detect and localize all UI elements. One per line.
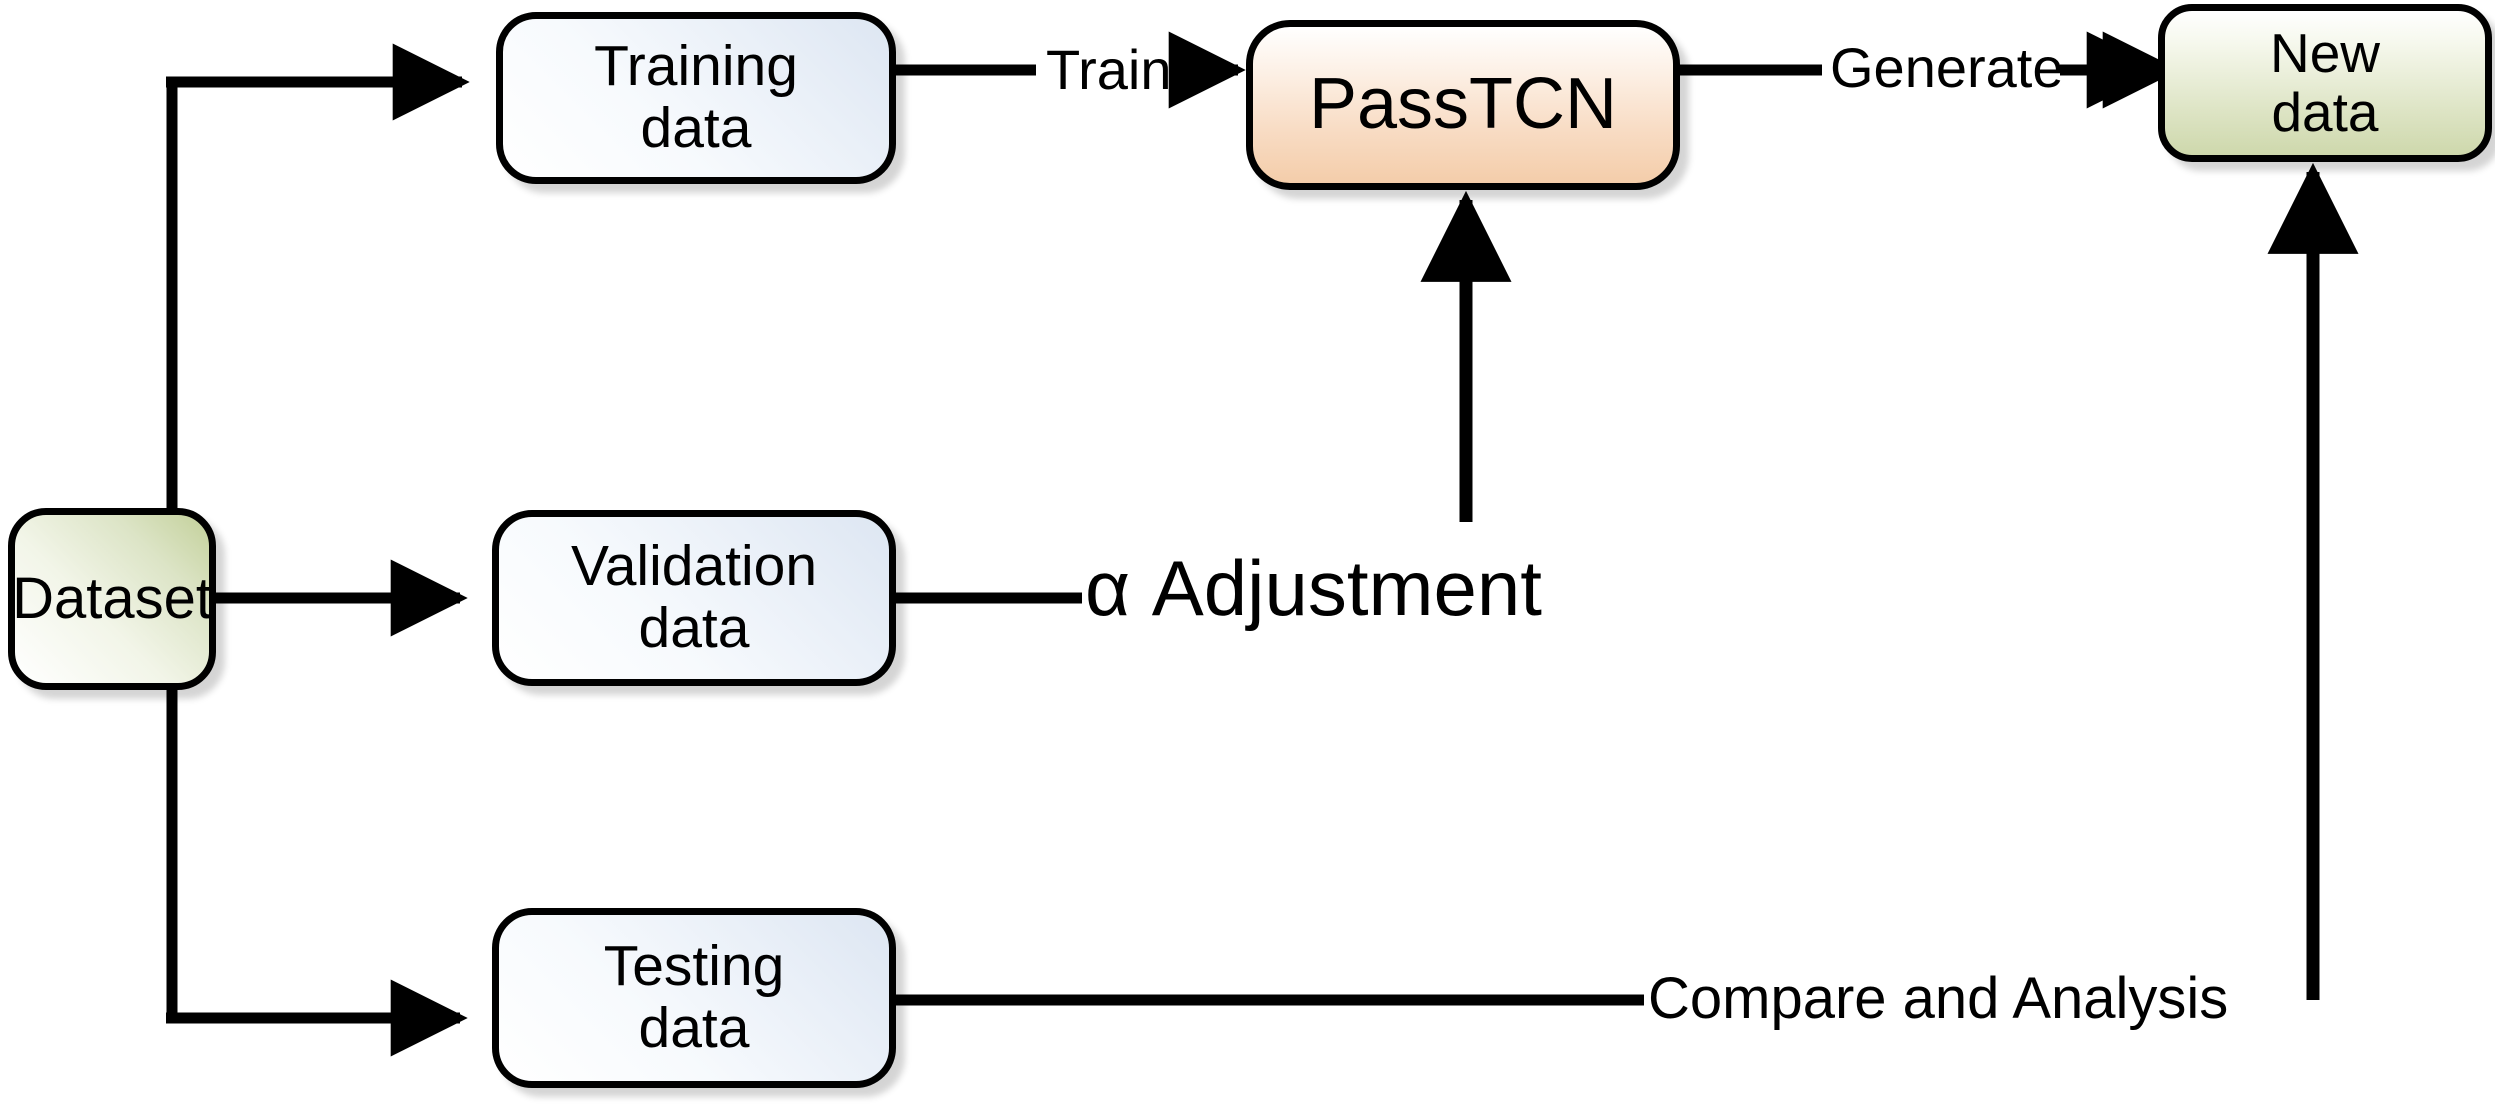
node-validation-data-line2: data bbox=[638, 596, 750, 660]
node-dataset-label: Dataset bbox=[12, 565, 212, 631]
node-validation-data-text: Validation data bbox=[571, 536, 817, 659]
node-dataset[interactable]: Dataset bbox=[8, 508, 216, 690]
node-validation-data-line1: Validation bbox=[570, 534, 818, 599]
node-validation-data[interactable]: Validation data bbox=[492, 510, 896, 686]
node-new-data-line2: data bbox=[2271, 81, 2379, 143]
node-training-data[interactable]: Training data bbox=[496, 12, 896, 184]
node-passtcn-label: PassTCN bbox=[1308, 64, 1618, 145]
node-training-data-text: Training data bbox=[594, 36, 798, 159]
node-new-data[interactable]: New data bbox=[2158, 4, 2492, 162]
node-testing-data-text: Testing data bbox=[604, 936, 785, 1059]
edge-label-alpha-adjustment: α Adjustment bbox=[1085, 544, 1542, 632]
node-training-data-line2: data bbox=[640, 96, 752, 160]
node-training-data-line1: Training bbox=[594, 34, 798, 99]
edge-label-generate: Generate bbox=[1830, 36, 2064, 99]
node-testing-data-line2: data bbox=[638, 996, 750, 1060]
node-testing-data-line1: Testing bbox=[603, 934, 785, 999]
edge-label-train: Train bbox=[1046, 38, 1172, 101]
node-new-data-text: New data bbox=[2269, 21, 2381, 143]
node-testing-data[interactable]: Testing data bbox=[492, 908, 896, 1088]
node-passtcn[interactable]: PassTCN bbox=[1246, 20, 1680, 190]
node-new-data-line1: New bbox=[2269, 21, 2381, 84]
edge-label-compare-and-analysis: Compare and Analysis bbox=[1648, 966, 2229, 1031]
